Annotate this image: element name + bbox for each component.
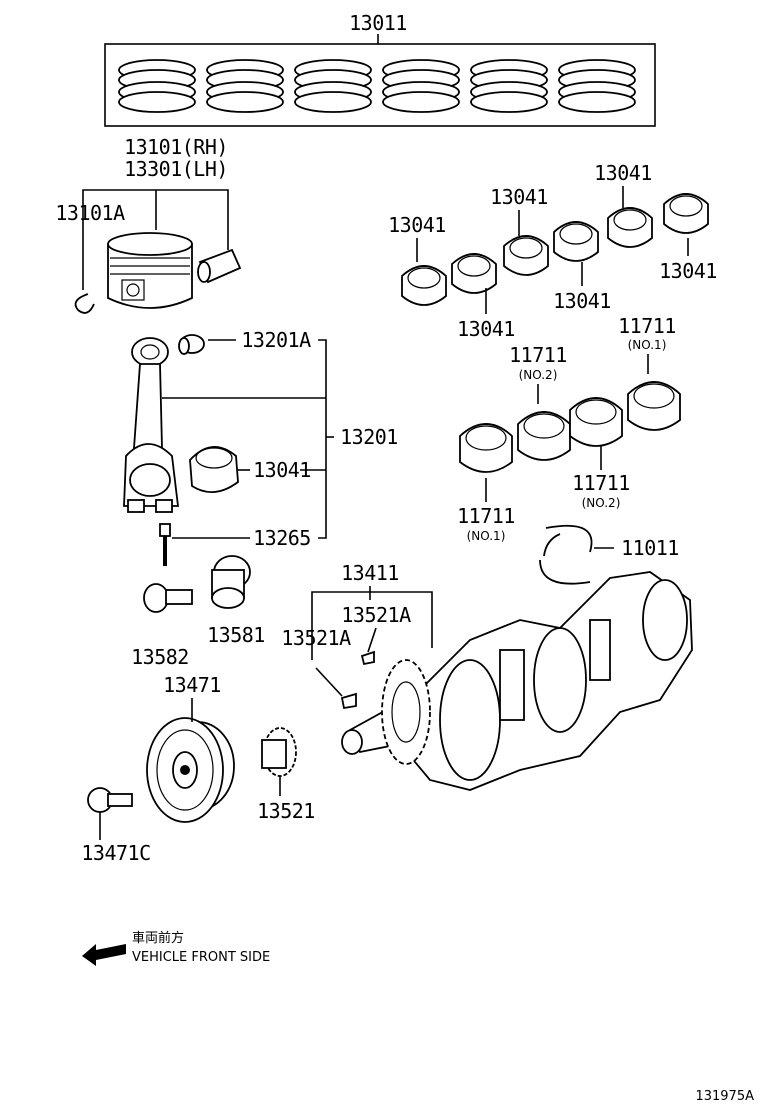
legend-english: VEHICLE FRONT SIDE bbox=[132, 950, 270, 965]
main-bearings bbox=[459, 381, 681, 473]
label-conrod-bushing: 13201A bbox=[241, 328, 311, 352]
crank-pulley bbox=[146, 717, 235, 823]
crank-bearing-shell bbox=[503, 235, 549, 276]
label-main-bearing-no1-top-sub: (NO.1) bbox=[628, 338, 667, 352]
label-crankshaft-assy: 13411 bbox=[341, 561, 399, 585]
label-pulley-bolt-c: 13471C bbox=[81, 841, 150, 865]
main-bearing-shell bbox=[517, 411, 571, 461]
main-bearing-shell bbox=[459, 423, 513, 473]
label-main-bearing-no1-top: 11711 bbox=[618, 314, 676, 338]
front-arrow-icon bbox=[82, 944, 126, 966]
piston-ring-set bbox=[104, 34, 656, 127]
crank-bearing-shell bbox=[451, 253, 497, 294]
pulley-bolt bbox=[143, 583, 193, 613]
label-piston-ring-set: 13011 bbox=[349, 11, 407, 35]
piston-ring-stack bbox=[382, 59, 460, 113]
crankshaft bbox=[341, 571, 693, 791]
keys bbox=[340, 650, 375, 710]
label-main-bearing-no1-bottom: 11711 bbox=[457, 504, 515, 528]
piston-ring-stack bbox=[118, 59, 196, 113]
label-crank-bearing-4: 13041 bbox=[659, 259, 717, 283]
label-conrod-bolt: 13265 bbox=[253, 526, 311, 550]
label-main-bearing-no2-bottom: 11711 bbox=[572, 471, 630, 495]
thrust-washers bbox=[539, 524, 593, 585]
legend-japanese: 車両前方 bbox=[132, 930, 184, 946]
label-crank-pulley: 13471 bbox=[163, 673, 221, 697]
main-bearing-shell bbox=[569, 397, 623, 447]
figure-id: 131975A bbox=[695, 1089, 754, 1104]
label-crank-bearing-3: 13041 bbox=[594, 161, 652, 185]
label-crank-bearing-6: 13041 bbox=[457, 317, 515, 341]
piston-ring-stack bbox=[206, 59, 284, 113]
label-key-lower: 13521A bbox=[281, 626, 351, 650]
crank-bearing-shell bbox=[607, 207, 653, 248]
crank-bearing-shell bbox=[553, 221, 599, 262]
crank-bearings bbox=[401, 193, 709, 306]
pulley-bolt-c bbox=[87, 787, 133, 813]
label-timing-gear: 13521 bbox=[257, 799, 315, 823]
label-thrust-washer: 11011 bbox=[621, 536, 679, 560]
main-bearing-shell bbox=[627, 381, 681, 431]
connecting-rod bbox=[123, 334, 239, 566]
label-key-upper: 13521A bbox=[341, 603, 411, 627]
label-conrod-assy: 13201 bbox=[340, 425, 398, 449]
label-crank-bearing-5: 13041 bbox=[553, 289, 611, 313]
crank-bearing-shell bbox=[663, 193, 709, 234]
label-main-bearing-no2-top: 11711 bbox=[509, 343, 567, 367]
label-conrod-bearing: 13041 bbox=[253, 458, 311, 482]
oil-seal-spacer bbox=[211, 555, 251, 609]
label-pulley-bolt: 13582 bbox=[131, 645, 189, 669]
piston bbox=[74, 232, 242, 314]
piston-ring-stack bbox=[558, 59, 636, 113]
label-piston-lh: 13301(LH) bbox=[124, 157, 228, 181]
label-crank-bearing-2: 13041 bbox=[490, 185, 548, 209]
piston-ring-stack bbox=[470, 59, 548, 113]
label-crank-bearing-1: 13041 bbox=[388, 213, 446, 237]
label-snap-ring: 13101A bbox=[55, 201, 125, 225]
label-piston-rh: 13101(RH) bbox=[124, 135, 228, 159]
piston-ring-stack bbox=[294, 59, 372, 113]
label-oil-seal-spacer: 13581 bbox=[207, 623, 265, 647]
label-main-bearing-no2-bottom-sub: (NO.2) bbox=[582, 496, 621, 510]
timing-gear bbox=[261, 727, 297, 777]
label-main-bearing-no1-bottom-sub: (NO.1) bbox=[467, 529, 506, 543]
label-main-bearing-no2-top-sub: (NO.2) bbox=[519, 368, 558, 382]
crank-bearing-shell bbox=[401, 265, 447, 306]
